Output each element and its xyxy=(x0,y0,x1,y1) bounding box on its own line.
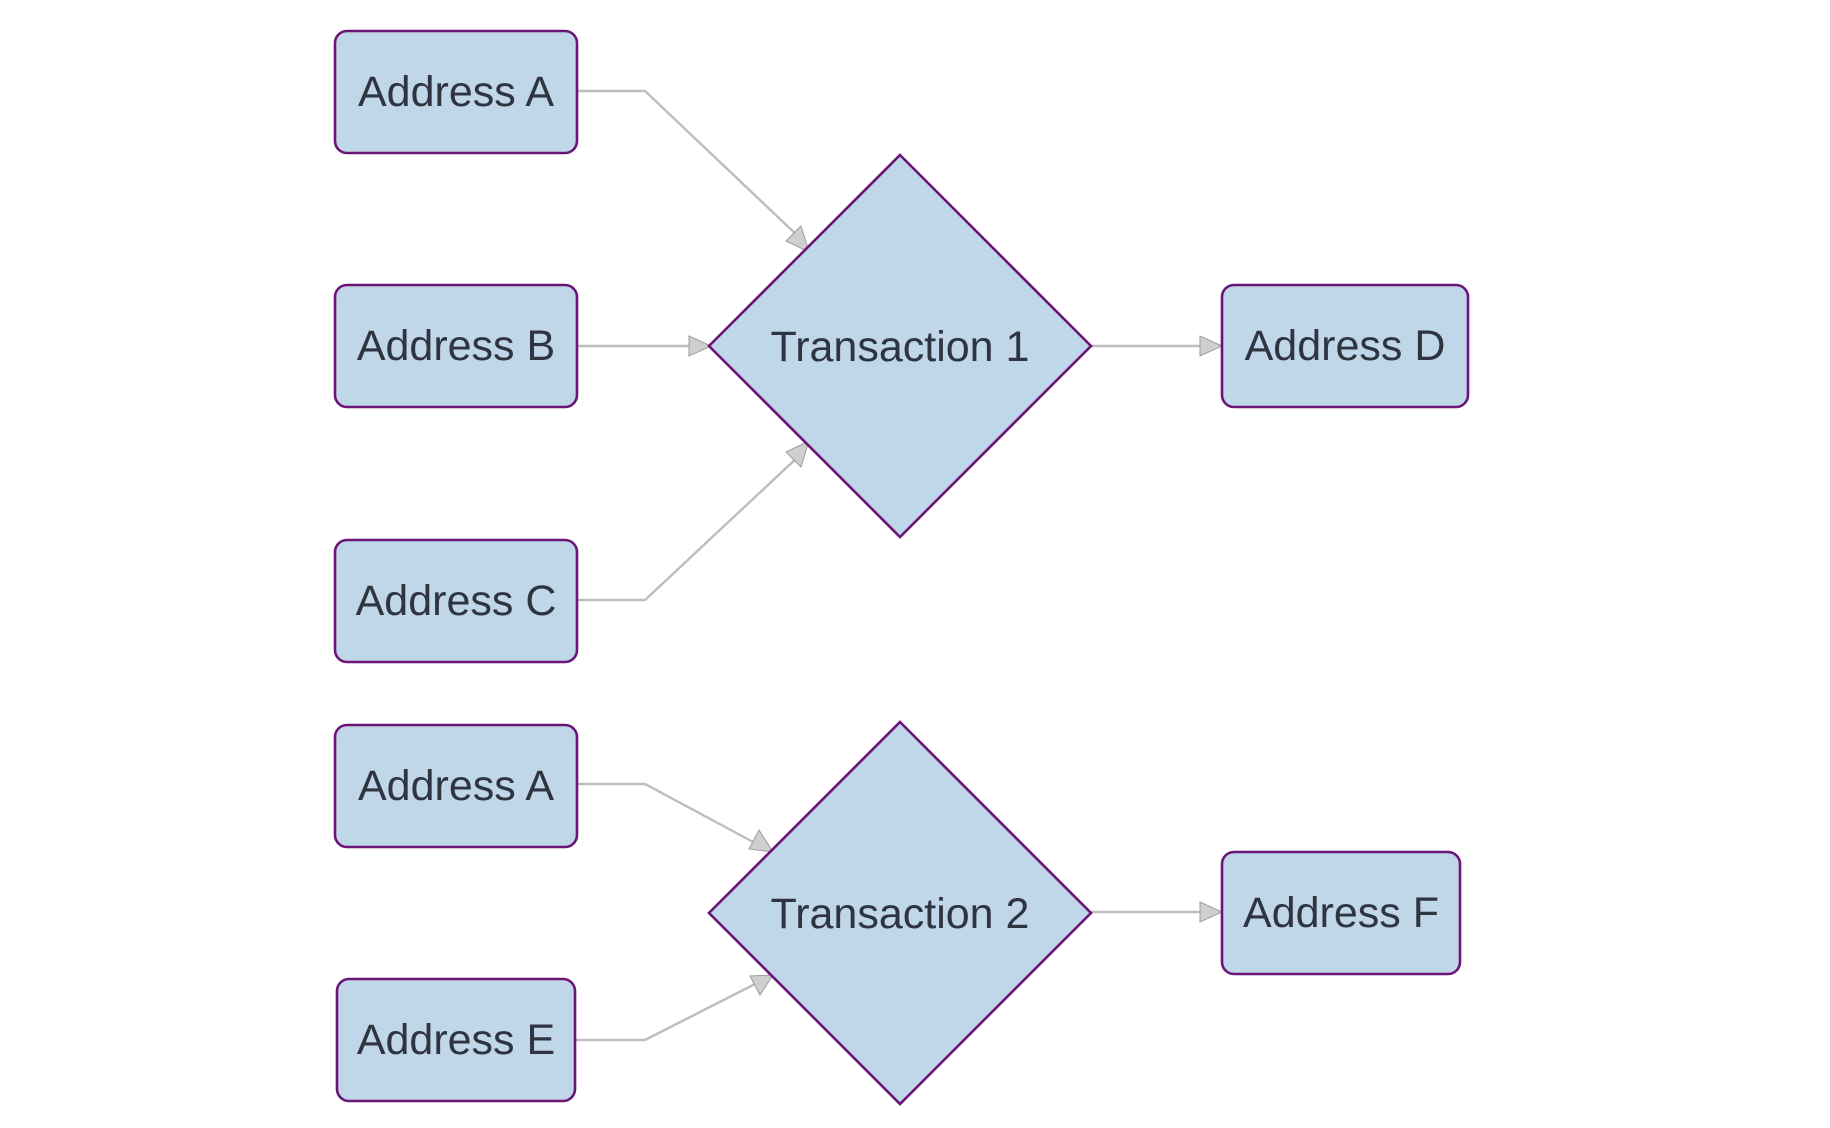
address-label: Address D xyxy=(1245,322,1446,370)
transaction-label: Transaction 2 xyxy=(771,890,1030,938)
address-node: Address B xyxy=(333,283,579,409)
address-label: Address A xyxy=(358,762,554,810)
address-label: Address B xyxy=(357,322,555,370)
address-node: Address A xyxy=(333,29,579,155)
transaction-label: Transaction 1 xyxy=(771,323,1030,371)
address-node: Address A xyxy=(333,723,579,849)
edge-address-c-to-transaction-1 xyxy=(577,440,810,602)
edge-address-e-to-transaction-2 xyxy=(575,974,774,1042)
address-label: Address A xyxy=(358,68,554,116)
edge-transaction-1-to-address-d xyxy=(1091,335,1224,357)
address-label: Address E xyxy=(357,1016,555,1064)
edge-address-a-to-transaction-2 xyxy=(577,782,774,853)
address-label: Address C xyxy=(356,577,557,625)
edge-address-b-to-transaction-1 xyxy=(577,335,713,357)
edge-address-a-to-transaction-1 xyxy=(577,89,810,253)
address-node: Address C xyxy=(333,538,579,664)
address-node: Address E xyxy=(335,977,577,1103)
address-label: Address F xyxy=(1243,889,1439,937)
address-node: Address D xyxy=(1220,283,1470,409)
address-node: Address F xyxy=(1220,850,1462,976)
transaction-node: Transaction 2 xyxy=(707,720,1093,1106)
transaction-node: Transaction 1 xyxy=(707,153,1093,539)
edge-transaction-2-to-address-f xyxy=(1091,901,1224,923)
